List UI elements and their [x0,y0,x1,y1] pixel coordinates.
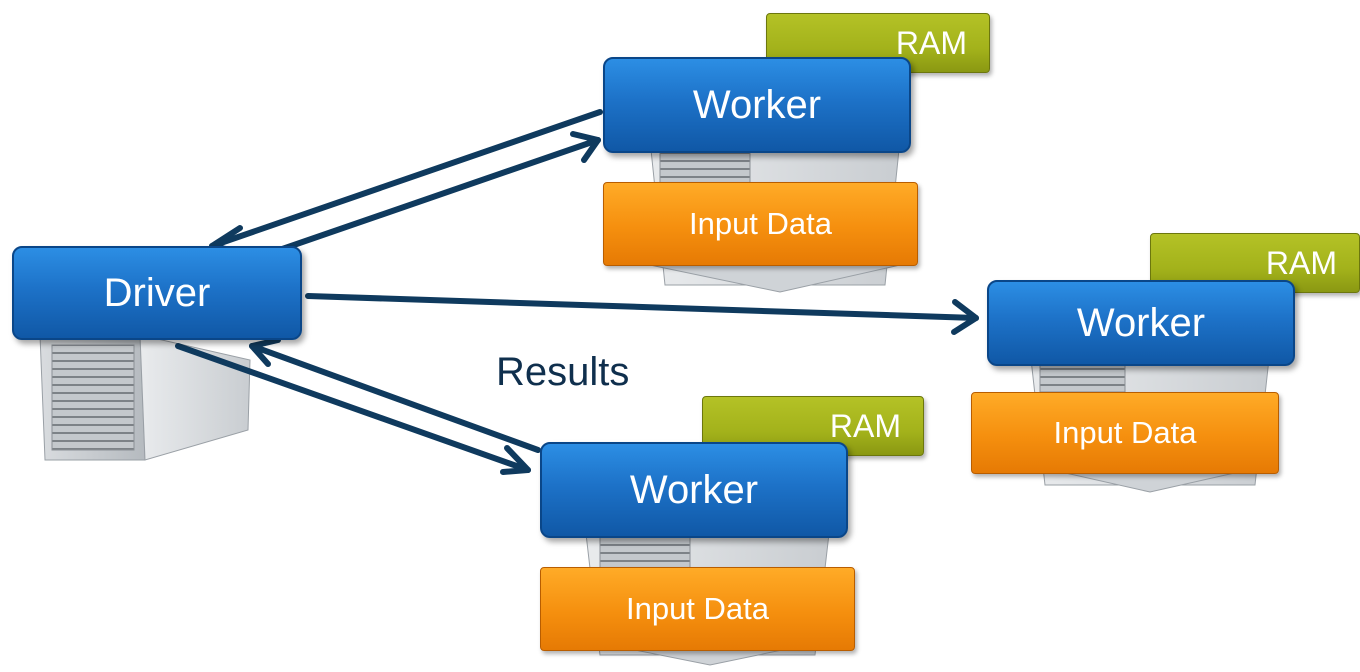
worker-2-ram-label: RAM [1265,244,1337,281]
arrow-driver-to-worker-2 [305,293,979,335]
results-annotation: Results [496,350,630,394]
worker-2-label: Worker [1076,300,1206,345]
worker-2-input-label: Input Data [1053,415,1197,450]
worker-3-input-data: Input Data [540,567,855,651]
arrow-worker-1-to-driver [209,109,603,255]
arrow-driver-to-worker-3 [175,343,531,475]
worker-1-ram-label: RAM [895,24,967,61]
worker-1-label: Worker [692,82,822,127]
worker-3-node: Worker [540,442,848,538]
worker-3-label: Worker [629,467,759,512]
arrow-driver-to-worker-1 [259,131,601,259]
driver-label: Driver [103,270,211,315]
worker-3-input-label: Input Data [625,591,770,626]
driver-node: Driver [12,246,302,340]
worker-2-node: Worker [987,280,1295,366]
worker-1-node: Worker [603,57,911,153]
arrow-worker-3-to-driver [249,337,541,453]
worker-1-input-data: Input Data [603,182,918,266]
worker-3-ram-label: RAM [829,407,901,444]
worker-1-input-label: Input Data [688,206,833,241]
worker-2-input-data: Input Data [971,392,1279,474]
driver-server-icon [39,334,251,461]
